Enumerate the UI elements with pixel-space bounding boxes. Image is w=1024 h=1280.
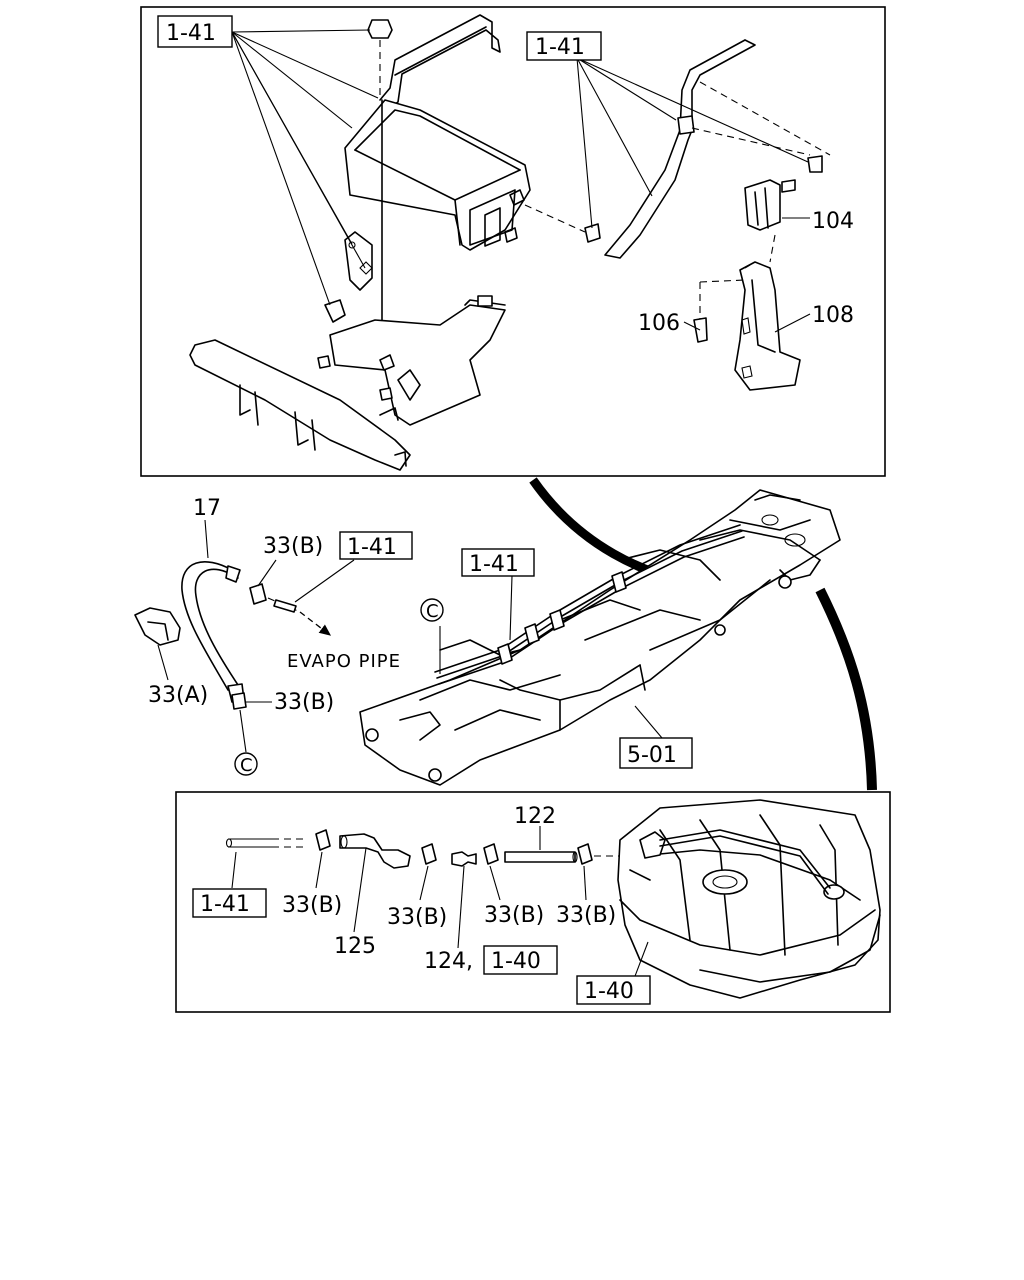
ref-box-top-right [526, 31, 602, 61]
ref-box-top-left [157, 15, 233, 48]
clamp-33b-a [249, 583, 267, 605]
ref-box-mid-2 [461, 548, 535, 577]
ref-box-frame [619, 737, 693, 769]
clamp-33b-f [577, 843, 593, 865]
chassis-frame [359, 489, 841, 786]
callout-c-top-label: C [426, 601, 440, 622]
canister-tray [329, 304, 506, 426]
bottom-panel-border [175, 791, 891, 1013]
vent-pipe [604, 39, 756, 259]
label-33b-5: 33(B) [484, 903, 544, 928]
ref-box-bottom-1 [192, 888, 267, 918]
part-104 [744, 179, 781, 231]
callout-c-bottom [234, 752, 258, 776]
ref-top-right: 1-41 [535, 35, 585, 60]
ref-mid-1: 1-41 [347, 535, 397, 560]
clamp-33b-c [315, 829, 331, 851]
part-106-bolt [693, 317, 708, 343]
clamp-33b-e [483, 843, 499, 865]
label-122: 122 [514, 804, 556, 829]
middle-section: C C 17 33(B) 1-41 1-41 EVAPO PIPE 33(A) … [134, 477, 877, 791]
fuel-tank [617, 799, 881, 999]
mount-bracket [344, 231, 373, 291]
part-108 [734, 261, 801, 391]
label-17: 17 [193, 496, 221, 521]
nut-icon [367, 19, 393, 39]
label-33b-3: 33(B) [282, 893, 342, 918]
evapo-pipe-note: EVAPO PIPE [287, 651, 401, 672]
frame-rail [189, 339, 411, 471]
top-panel-border [140, 6, 886, 477]
ref-mid-2: 1-41 [469, 552, 519, 577]
ref-box-bottom-2 [483, 945, 558, 975]
clamp-33b-b [231, 692, 247, 710]
bottom-panel: 1-41 33(B) 125 33(B) 124, 1-40 33(B) 33(… [175, 791, 891, 1013]
label-33b-6: 33(B) [556, 903, 616, 928]
part-125 [339, 833, 411, 869]
ref-bottom-1: 1-41 [200, 892, 250, 917]
label-106: 106 [638, 311, 680, 336]
ref-bottom-2: 1-40 [491, 949, 541, 974]
part-122 [504, 851, 576, 863]
ref-box-bottom-3 [576, 975, 651, 1005]
hose-17 [181, 561, 233, 691]
zoom-arc-bottom [815, 587, 877, 791]
ref-box-mid-1 [339, 531, 413, 560]
top-panel: 1-41 1-41 104 106 108 [140, 6, 886, 477]
label-108: 108 [812, 303, 854, 328]
ref-frame: 5-01 [627, 743, 677, 768]
label-104: 104 [812, 209, 854, 234]
label-33a: 33(A) [148, 683, 208, 708]
upper-strap [379, 14, 501, 111]
label-125: 125 [334, 934, 376, 959]
clamp-33b-d [421, 843, 437, 865]
label-33b-4: 33(B) [387, 905, 447, 930]
ref-top-left: 1-41 [166, 21, 216, 46]
label-124: 124, [424, 949, 473, 974]
charcoal-canister [344, 99, 531, 251]
clip-33a [134, 607, 181, 646]
callout-c-top [420, 598, 444, 622]
callout-c-bottom-label: C [240, 755, 254, 776]
ref-bottom-3: 1-40 [584, 979, 634, 1004]
label-33b-1: 33(B) [263, 534, 323, 559]
part-124 [451, 851, 477, 867]
label-33b-2: 33(B) [274, 690, 334, 715]
